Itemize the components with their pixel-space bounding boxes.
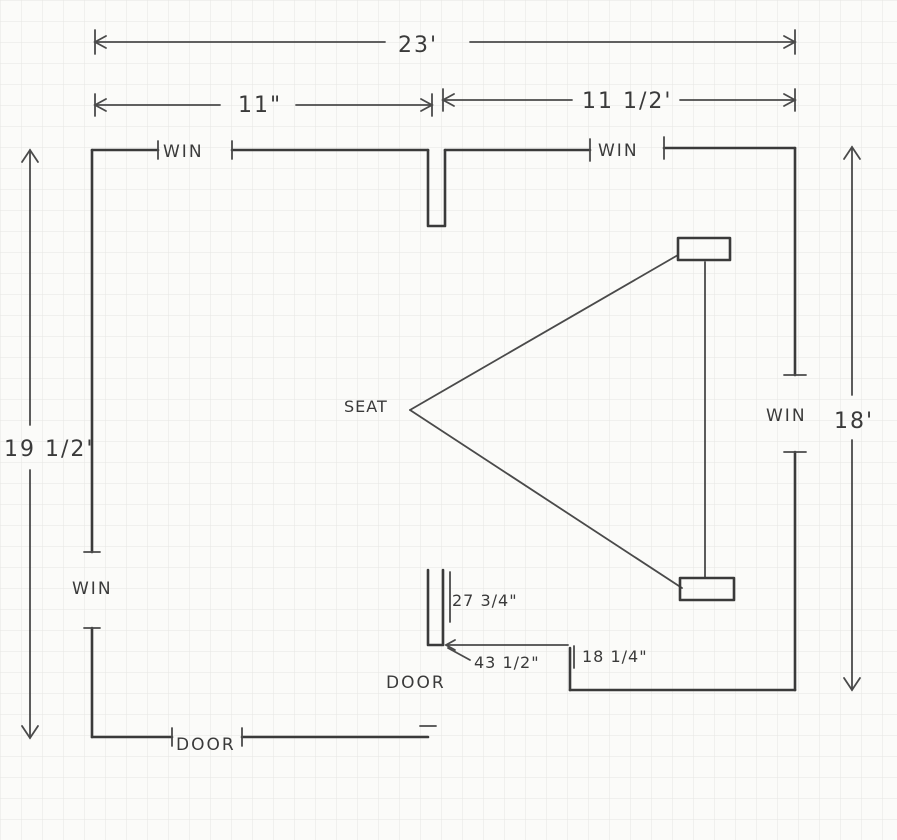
speaker-top [676, 236, 732, 262]
seat-label: SEAT [344, 397, 388, 416]
right-height-dimension: 18' [834, 145, 874, 692]
room-walls [90, 146, 797, 739]
overall-width-label: 23' [398, 33, 438, 58]
window-label-right: WIN [766, 406, 807, 426]
left-width-label: 11" [238, 93, 282, 118]
right-width-label: 11 1/2' [582, 89, 672, 114]
window-label-left: WIN [72, 579, 113, 599]
door-label-inner: DOOR [386, 673, 446, 693]
window-label-top-left: WIN [163, 142, 204, 162]
dim-27-3-4: 27 3/4" [452, 591, 518, 610]
left-height-dimension: 19 1/2' [4, 148, 94, 740]
window-label-top-right: WIN [598, 141, 639, 161]
door-label-bottom: DOOR [176, 735, 236, 755]
right-width-dimension: 11 1/2' [441, 88, 797, 114]
overall-width-dimension: 23' [93, 29, 797, 58]
listening-triangle [409, 254, 706, 589]
left-width-dimension: 11" [93, 93, 434, 118]
dim-18-1-4: 18 1/4" [582, 647, 648, 666]
speaker-bottom [678, 576, 736, 602]
right-height-label: 18' [834, 409, 874, 434]
inner-dimensions: 27 3/4" 43 1/2" 18 1/4" [444, 571, 648, 672]
dim-43-1-2: 43 1/2" [474, 653, 540, 672]
opening-ticks [83, 136, 807, 747]
left-height-label: 19 1/2' [4, 437, 94, 462]
